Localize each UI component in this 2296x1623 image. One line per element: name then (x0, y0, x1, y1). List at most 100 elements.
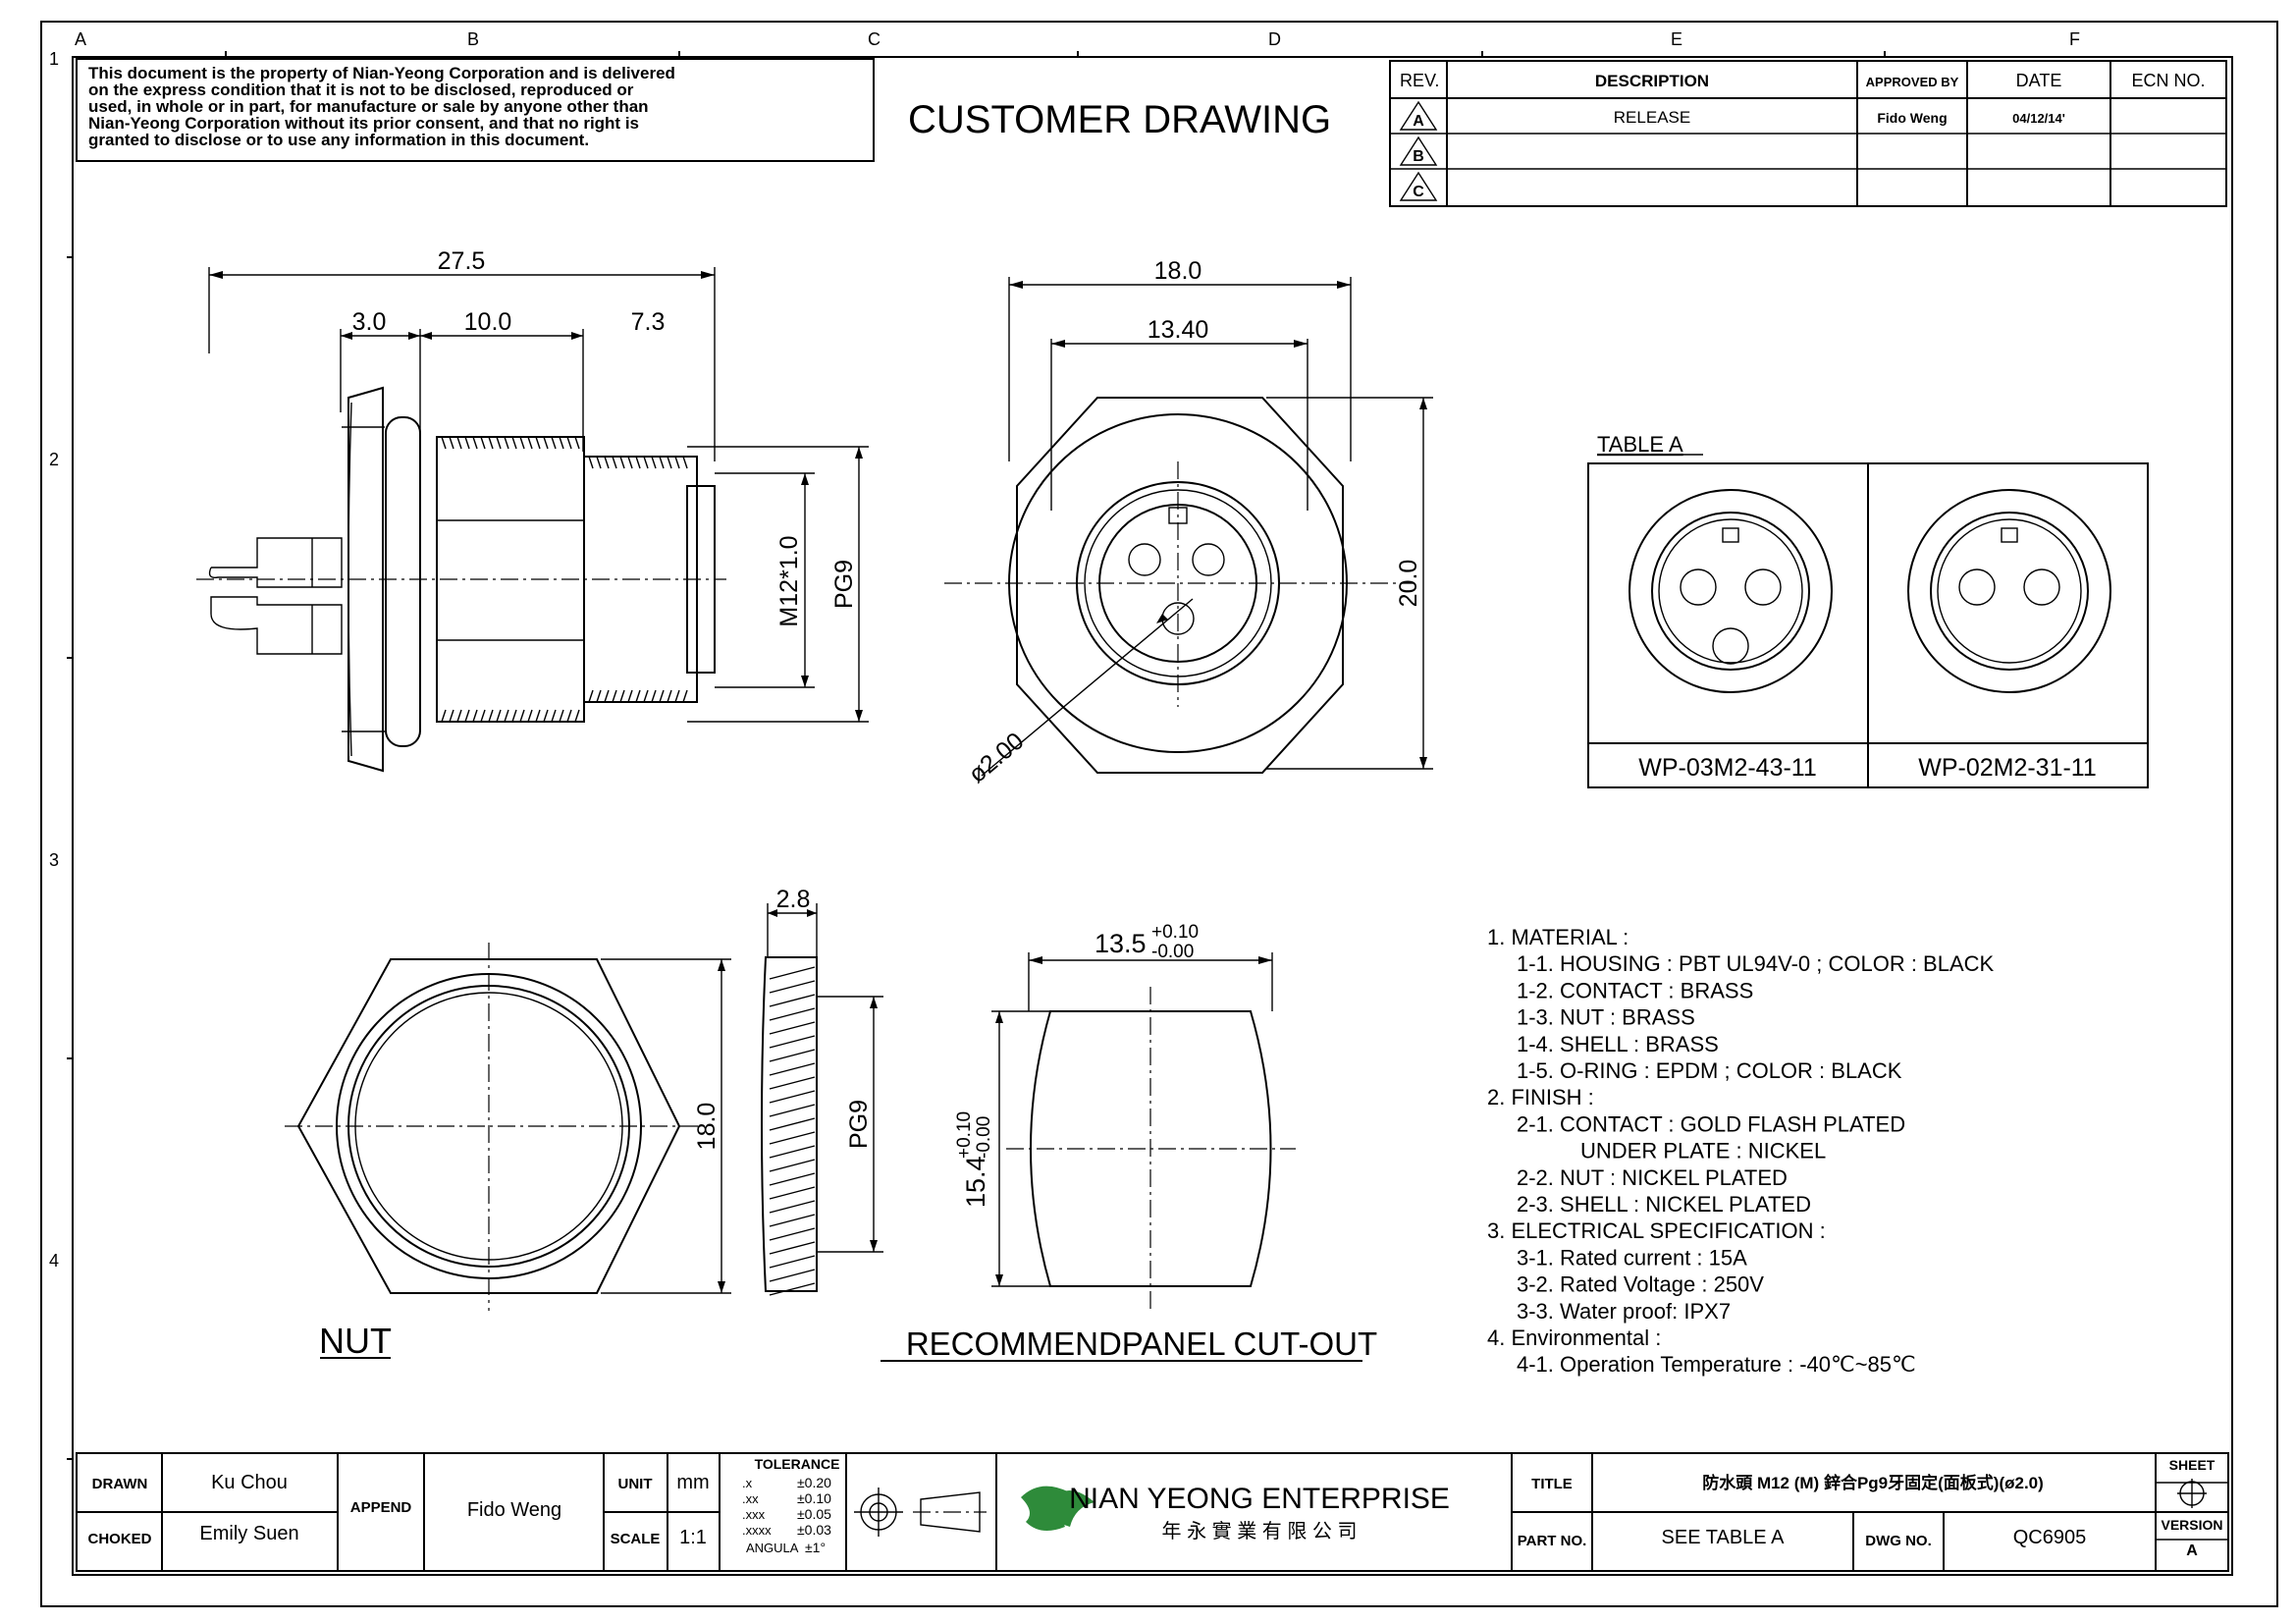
thread-tick (651, 689, 657, 703)
cutout-height: 15.4 (961, 1156, 990, 1208)
tolerance-value: ±0.03 (797, 1522, 831, 1538)
dim-flange: 3.0 (352, 308, 387, 336)
nut-pg-label: PG9 (845, 1100, 873, 1149)
cutout-width: 13.5 (1095, 929, 1147, 958)
thread-tick (643, 456, 649, 469)
note-line: 1. MATERIAL : (1487, 925, 1629, 949)
hatch-line (769, 1007, 816, 1021)
thread-tick (480, 436, 486, 450)
thread-tick (535, 709, 541, 723)
note-line: 2-3. SHELL : NICKEL PLATED (1517, 1192, 1811, 1217)
zone-number-3: 3 (49, 850, 59, 870)
zone-letter-e: E (1671, 29, 1682, 49)
note-line: 1-4. SHELL : BRASS (1517, 1032, 1719, 1056)
thread-tick (596, 456, 602, 469)
projection-symbol-icon (854, 1488, 987, 1537)
drawing-frame: A B C D E F 1 2 3 4 (40, 21, 2278, 1607)
rev-b-label: B (1413, 148, 1424, 165)
dim-hole-diameter: ø2.00 (963, 728, 1029, 789)
pinout-3-pin (1629, 489, 1833, 693)
dim-front-section: 7.3 (631, 308, 666, 336)
append-label: APPEND (350, 1499, 412, 1516)
thread-tick (627, 456, 633, 469)
hatch-line (769, 1076, 816, 1090)
note-line: 1-5. O-RING : EPDM ; COLOR : BLACK (1517, 1058, 1902, 1083)
cutout-label: RECOMMENDPANEL CUT-OUT (906, 1325, 1377, 1362)
title-value: 防水頭 M12 (M) 鋅合Pg9牙固定(面板式)(ø2.0) (1702, 1473, 2044, 1492)
thread-tick (519, 436, 525, 450)
rev-b-triangle: B (1399, 135, 1438, 166)
side-view: 27.5 3.0 10.0 7.3 M12*1.0 (196, 247, 869, 773)
thread-tick (456, 709, 462, 723)
thread-tick (449, 709, 454, 723)
hatch-line (769, 966, 816, 980)
note-line: 3-2. Rated Voltage : 250V (1517, 1272, 1764, 1297)
tolerance-key: .xxxx (742, 1523, 772, 1538)
zone-letter-b: B (467, 29, 479, 49)
thread-tick (511, 436, 517, 450)
thread-tick (604, 689, 610, 703)
note-line: 4-1. Operation Temperature : -40℃~85℃ (1517, 1352, 1916, 1377)
note-line: 3-3. Water proof: IPX7 (1517, 1299, 1731, 1324)
rev-a-label: A (1413, 113, 1424, 130)
thread-hatching (441, 436, 580, 723)
thread-tick (627, 689, 633, 703)
zone-letter-c: C (868, 29, 881, 49)
thread-tick (651, 456, 657, 469)
thread-tick (659, 689, 665, 703)
thread-dimension-label: M12*1.0 (775, 535, 803, 626)
company-name: NIAN YEONG ENTERPRISE (1069, 1483, 1450, 1515)
hatch-line (769, 1200, 816, 1214)
rev-c-triangle: C (1399, 171, 1438, 201)
hatch-line (769, 1104, 816, 1117)
drawing-heading: CUSTOMER DRAWING (908, 98, 1331, 141)
part-number-2-pin: WP-02M2-31-11 (1918, 754, 2097, 782)
hatch-line (769, 1090, 816, 1104)
thread-tick (543, 709, 549, 723)
title-block: DRAWN Ku Chou CHOKED Emily Suen APPEND F… (76, 1452, 2229, 1572)
rev-a-date: 04/12/14' (2012, 111, 2065, 126)
thread-tick (574, 709, 580, 723)
hatch-line (769, 1159, 816, 1172)
thread-tick (472, 709, 478, 723)
dim-thread-section: 10.0 (464, 308, 512, 336)
nut-hatching (769, 966, 816, 1296)
thread-tick (441, 709, 447, 723)
note-line: 2-2. NUT : NICKEL PLATED (1517, 1165, 1788, 1190)
notice-line: granted to disclose or to use any inform… (88, 131, 589, 149)
thread-tick (527, 709, 533, 723)
part-no-label: PART NO. (1518, 1533, 1587, 1549)
tolerance-title: TOLERANCE (755, 1456, 840, 1472)
hatch-line (769, 1214, 816, 1227)
thread-tick (496, 436, 502, 450)
revision-table: REV. DESCRIPTION APPROVED BY DATE ECN NO… (1389, 60, 2227, 207)
thread-tick (588, 456, 594, 469)
thread-hatching-front (588, 456, 688, 703)
hatch-line (769, 1117, 816, 1131)
nut-side-view: 2.8 PG9 (761, 886, 883, 1296)
scale-value: 1:1 (679, 1527, 707, 1548)
thread-tick (519, 709, 525, 723)
thread-tick (635, 689, 641, 703)
part-number-3-pin: WP-03M2-43-11 (1638, 754, 1817, 782)
cutout-width-tol-lower: -0.00 (1151, 942, 1194, 962)
thread-tick (659, 456, 665, 469)
tolerance-key: .xx (742, 1491, 759, 1506)
table-a-title: TABLE A (1597, 432, 1683, 457)
thread-tick (488, 436, 494, 450)
rev-a-triangle: A (1399, 100, 1438, 131)
dim-front-width: 18.0 (1154, 257, 1202, 285)
confidentiality-notice: This document is the property of Nian-Ye… (76, 58, 875, 162)
thread-tick (667, 456, 672, 469)
company-logo-icon (1021, 1486, 1095, 1531)
drawn-label: DRAWN (92, 1476, 148, 1492)
hatch-line (769, 980, 816, 994)
note-line: 1-3. NUT : BRASS (1517, 1005, 1695, 1030)
thread-tick (667, 689, 672, 703)
front-view: 18.0 13.40 ø2.00 20.0 (944, 257, 1433, 788)
hatch-line (769, 1062, 816, 1076)
notice-line: Nian-Yeong Corporation without its prior… (88, 114, 639, 133)
tolerance-value: ±0.10 (797, 1490, 831, 1506)
thread-tick (566, 436, 572, 450)
